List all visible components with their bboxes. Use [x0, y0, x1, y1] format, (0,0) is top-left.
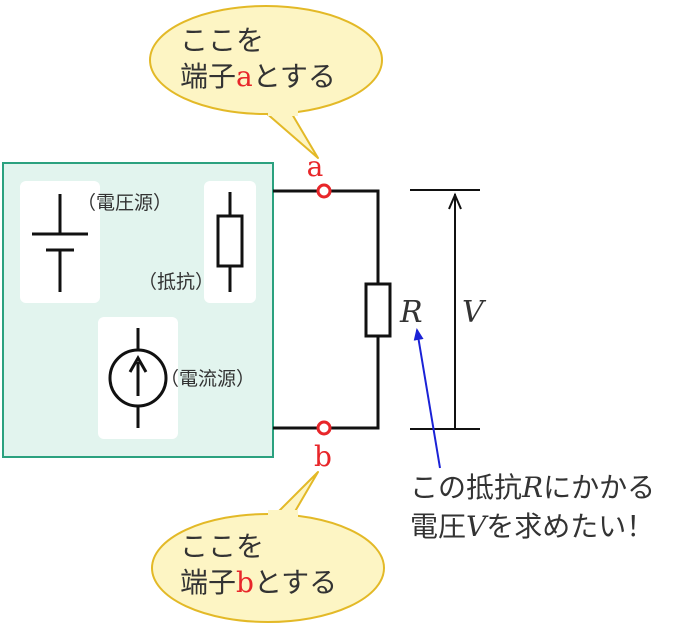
callout-terminal-a: ここを 端子aとする: [149, 5, 383, 159]
current-source-label: （電流源）: [160, 368, 255, 390]
external-circuit: [273, 183, 392, 436]
pointer-arrow: [413, 328, 441, 469]
terminal-a-node: [316, 183, 332, 199]
note-line1: この抵抗Rにかかる: [410, 471, 655, 504]
terminal-b-node: [316, 420, 332, 436]
callout-b-terminal: b: [236, 566, 254, 599]
callout-a-terminal: a: [236, 60, 253, 93]
callout-terminal-b: ここを 端子bとする: [151, 471, 385, 623]
note-line2: 電圧Vを求めたい！: [410, 510, 654, 543]
callout-b-line1: ここを: [180, 530, 264, 563]
callout-a-line1: ここを: [180, 24, 264, 57]
source-network-box: （電圧源） （抵抗） （電流源）: [2, 162, 274, 458]
voltage-label: V: [462, 295, 487, 330]
resistor-label: （抵抗）: [138, 271, 214, 293]
voltage-indicator: [410, 189, 480, 430]
terminal-a-label: a: [307, 150, 324, 183]
load-resistor-symbol: [364, 282, 392, 338]
callout-a-line2: 端子aとする: [180, 60, 336, 93]
voltage-source-symbol: [20, 181, 100, 303]
internal-resistor-symbol: [204, 181, 256, 303]
current-source-symbol: [98, 317, 178, 439]
callout-b-line2: 端子bとする: [180, 566, 337, 599]
load-resistor-label: R: [399, 295, 423, 330]
voltage-source-label: （電圧源）: [77, 192, 172, 214]
terminal-b-label: b: [314, 440, 332, 473]
